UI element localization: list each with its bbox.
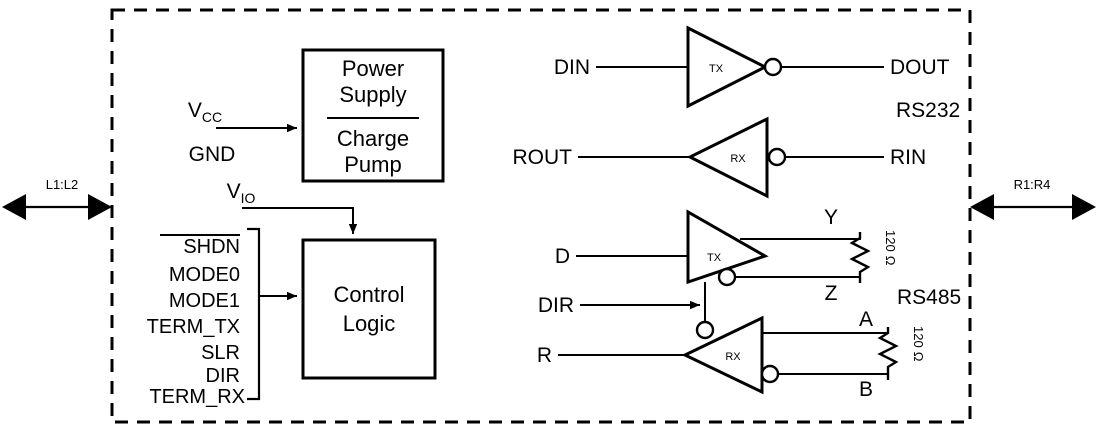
rs232-section-label: RS232 xyxy=(896,99,960,122)
rs485-tx-symbol: TX xyxy=(707,252,722,264)
rs485-rx-termination-label: 120Ω xyxy=(911,326,926,362)
dir-label: DIR xyxy=(538,294,574,317)
rs485-tx-termination-label: 120Ω xyxy=(883,230,898,266)
right-edge-arrow-group: R1:R4 xyxy=(970,177,1096,220)
power-supply-line2: Supply xyxy=(339,82,406,107)
r-label: R xyxy=(537,344,552,367)
rs485-tx-driver: TX D Y Z 120Ω xyxy=(555,206,898,305)
control-logic-line2: Logic xyxy=(343,311,396,336)
rs232-tx-symbol: TX xyxy=(709,63,724,75)
control-input-label: SHDN xyxy=(183,236,240,258)
rs485-tx-termination-resistor: 120Ω xyxy=(849,230,898,283)
control-input-label: MODE1 xyxy=(169,290,240,312)
z-label: Z xyxy=(825,282,838,305)
control-logic-block: Control Logic xyxy=(301,238,437,380)
y-label: Y xyxy=(824,206,838,229)
control-input-label: TERM_RX xyxy=(149,386,245,408)
rs485-tx-inversion-bubble xyxy=(717,267,737,287)
rs485-rx-symbol: RX xyxy=(725,351,741,363)
control-input-bus xyxy=(247,227,297,401)
power-supply-line4: Pump xyxy=(344,152,401,177)
vcc-input: VCC xyxy=(188,99,297,133)
rs485-section-label: RS485 xyxy=(897,286,961,309)
rs485-rx-enable-bubble xyxy=(695,320,715,340)
device-boundary xyxy=(110,8,972,424)
rs485-rx-inversion-bubble xyxy=(760,364,780,384)
control-input-label: DIR xyxy=(206,365,240,387)
rs232-rx-buffer: RX ROUT RIN xyxy=(513,116,926,199)
control-input-label: TERM_TX xyxy=(147,316,240,338)
y-wire xyxy=(740,232,861,240)
power-supply-line1: Power xyxy=(342,56,404,81)
din-label: DIN xyxy=(554,56,590,79)
b-label: B xyxy=(859,378,873,401)
a-label: A xyxy=(859,308,873,331)
power-supply-block: Power Supply Charge Pump xyxy=(301,48,445,183)
left-edge-label: L1:L2 xyxy=(46,177,79,192)
left-edge-arrow-group: L1:L2 xyxy=(2,177,112,220)
rs485-rx-termination-resistor: 120Ω xyxy=(877,326,926,380)
rin-label: RIN xyxy=(890,146,926,169)
d-label: D xyxy=(555,245,570,268)
rs232-tx-inversion-bubble xyxy=(763,57,783,77)
power-supply-line3: Charge xyxy=(337,126,409,151)
rs232-tx-buffer: TX DIN DOUT xyxy=(554,25,950,109)
vio-input: VIO xyxy=(227,180,358,234)
control-input-shdn: SHDN xyxy=(160,234,240,258)
vcc-label: VCC xyxy=(188,99,222,125)
rs485-rx-receiver: RX R A B 120Ω xyxy=(537,308,926,401)
gnd-label: GND xyxy=(189,143,236,166)
control-input-label: MODE0 xyxy=(169,264,240,286)
control-input-labels: SHDN MODE0 MODE1 TERM_TX SLR DIR TERM_RX xyxy=(147,234,245,408)
rout-label: ROUT xyxy=(513,146,573,169)
dout-label: DOUT xyxy=(890,56,950,79)
rs232-rx-inversion-bubble xyxy=(767,147,787,167)
z-wire xyxy=(735,276,861,283)
control-input-label: SLR xyxy=(201,342,240,364)
rs485-dir-control: DIR xyxy=(538,282,715,340)
right-edge-label: R1:R4 xyxy=(1014,177,1051,192)
control-logic-line1: Control xyxy=(334,282,405,307)
rs232-rx-symbol: RX xyxy=(730,153,746,165)
vio-label: VIO xyxy=(227,180,256,206)
